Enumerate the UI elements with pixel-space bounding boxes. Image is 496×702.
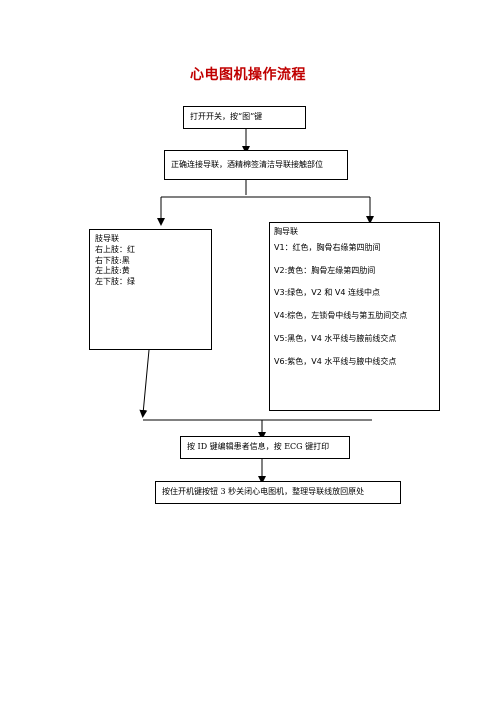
limb-leads-box: 肢导联 右上肢：红 右下肢:黑 左上肢:黄 左下肢：绿 (89, 229, 212, 350)
chest-lead-item: V3:绿色，V2 和 V4 连线中点 (274, 288, 381, 298)
step-connect-leads-text: 正确连接导联，酒精棉签清洁导联接触部位 (171, 159, 323, 169)
limb-lead-item: 左上肢:黄 (95, 266, 130, 276)
step-box-print: 按 ID 键编辑患者信息，按 ECG 键打印 (180, 436, 350, 459)
arrow-limb-down (139, 349, 150, 418)
chest-lead-item: V6:紫色，V4 水平线与腋中线交点 (274, 356, 397, 366)
step-box-connect-leads: 正确连接导联，酒精棉签清洁导联接触部位 (164, 150, 348, 180)
step-power-on-text: 打开开关，按“图”键 (190, 112, 263, 122)
chest-lead-item: V4:棕色，左锁骨中线与第五肋间交点 (274, 311, 408, 321)
limb-lead-item: 右上肢：红 (95, 244, 135, 254)
chest-lead-item: V1：红色，胸骨右缘第四肋间 (274, 242, 381, 252)
limb-leads-heading: 肢导联 (95, 234, 119, 243)
chest-lead-item: V5:黑色，V4 水平线与腋前线交点 (274, 333, 397, 343)
limb-lead-item: 左下肢：绿 (95, 277, 135, 287)
step-power-off-text: 按住开机键按钮 3 秒关闭心电图机，整理导联线放回原处 (162, 487, 365, 497)
chest-leads-heading: 胸导联 (274, 227, 298, 236)
step-box-power-off: 按住开机键按钮 3 秒关闭心电图机，整理导联线放回原处 (155, 481, 401, 504)
step-print-text: 按 ID 键编辑患者信息，按 ECG 键打印 (187, 442, 330, 452)
limb-lead-item: 右下肢:黑 (95, 255, 130, 265)
chest-leads-box: 胸导联 V1：红色，胸骨右缘第四肋间 V2:黄色：胸骨左缘第四肋间 V3:绿色，… (269, 222, 440, 411)
chest-lead-item: V2:黄色：胸骨左缘第四肋间 (274, 265, 376, 275)
page-title: 心电图机操作流程 (190, 67, 306, 83)
step-box-power-on: 打开开关，按“图”键 (183, 106, 306, 129)
